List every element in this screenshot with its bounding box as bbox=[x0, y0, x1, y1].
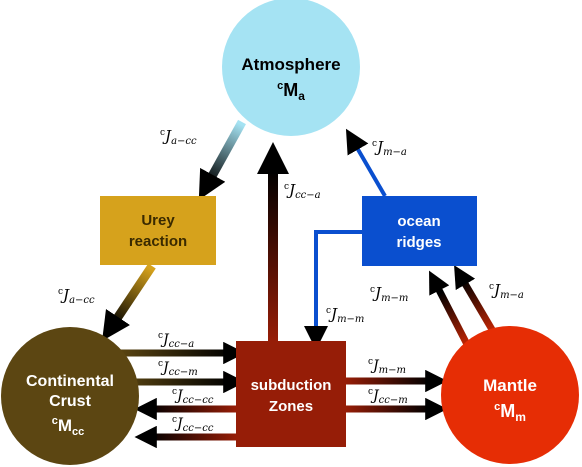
crust-symbol: cMcc bbox=[52, 415, 85, 438]
flux-label-crust-to-sub-m: cJcc−m bbox=[158, 359, 198, 378]
flux-label-ridges-to-sub: cJm−m bbox=[326, 305, 364, 325]
flux-label-mantle-to-ridges-mm: cJm−m bbox=[370, 284, 408, 304]
urey-reaction-node bbox=[100, 196, 216, 265]
mantle-label: Mantle bbox=[483, 376, 537, 395]
flux-label-urey-to-crust: cJa−cc bbox=[58, 286, 95, 306]
flux-label-sub-to-crust-2: cJcc−cc bbox=[172, 415, 214, 434]
crust-label-line1: Continental bbox=[26, 373, 114, 390]
ocean-ridges-label-line1: ocean bbox=[397, 213, 440, 230]
urey-label-line2: reaction bbox=[129, 233, 187, 250]
flux-label-mantle-to-ridges-ma: cJm−a bbox=[489, 281, 524, 301]
flux-label-sub-to-atm: cJcc−a bbox=[284, 181, 321, 201]
mantle-symbol: cMm bbox=[494, 401, 526, 424]
ocean-ridges-label-line2: ridges bbox=[396, 234, 441, 251]
flux-label-atm-to-urey: cJa−cc bbox=[160, 127, 197, 147]
flux-label-ridges-to-atm: cJm−a bbox=[372, 138, 407, 158]
atmosphere-label: Atmosphere bbox=[241, 55, 340, 74]
arrow-atmosphere-to-urey bbox=[198, 119, 246, 201]
atmosphere-node bbox=[222, 0, 360, 136]
atmosphere-symbol: cMa bbox=[277, 80, 305, 103]
arrow-ridges-to-subduction bbox=[304, 230, 362, 350]
flux-label-sub-to-crust-1: cJcc−cc bbox=[172, 387, 214, 406]
arrow-ridges-to-atmosphere bbox=[345, 128, 387, 198]
crust-label-line2: Crust bbox=[49, 393, 91, 410]
mantle-node bbox=[441, 326, 579, 464]
urey-label-line1: Urey bbox=[141, 212, 175, 229]
flux-label-sub-to-mantle-ccm: cJcc−m bbox=[368, 387, 408, 406]
subduction-label-line1: subduction bbox=[251, 377, 332, 394]
subduction-zones-node bbox=[236, 341, 346, 447]
arrow-urey-to-crust bbox=[102, 263, 156, 341]
flux-label-sub-to-mantle-mm: cJm−m bbox=[368, 357, 406, 376]
ocean-ridges-node bbox=[362, 196, 477, 266]
continental-crust-node bbox=[1, 327, 139, 465]
flux-label-crust-to-sub-a: cJcc−a bbox=[158, 331, 194, 350]
subduction-label-line2: Zones bbox=[269, 398, 313, 415]
